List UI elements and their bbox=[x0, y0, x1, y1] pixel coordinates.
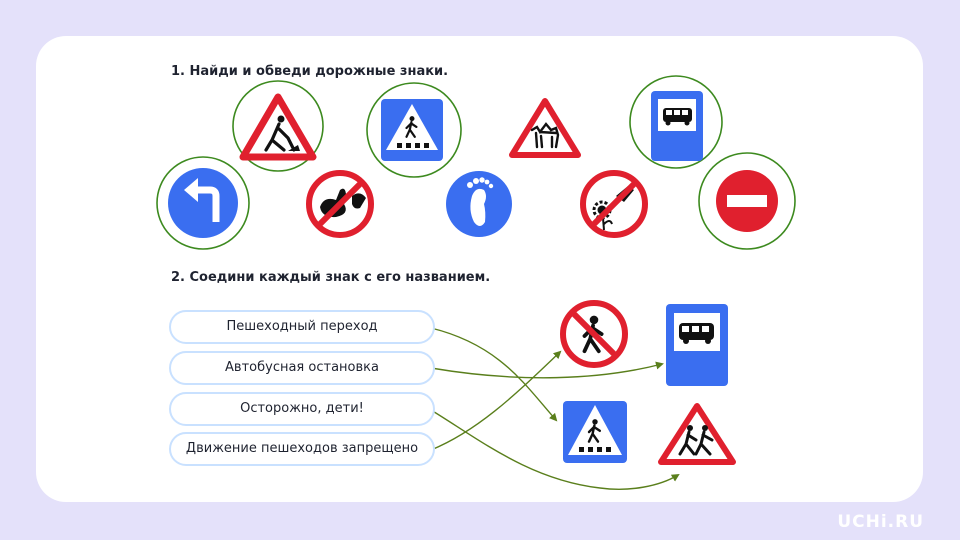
circle-road-works bbox=[232, 80, 324, 172]
no-entry-sign-icon[interactable] bbox=[716, 170, 778, 232]
label-bus-stop[interactable]: Автобусная остановка bbox=[169, 351, 435, 385]
circle-pedestrian-crossing bbox=[366, 82, 462, 178]
footprint-sign-icon[interactable] bbox=[446, 171, 512, 237]
connector-bus-stop bbox=[430, 361, 664, 379]
no-picking-flowers-sign-icon[interactable] bbox=[580, 170, 648, 238]
circle-bus-stop bbox=[629, 75, 723, 169]
label-no-pedestrians[interactable]: Движение пешеходов запрещено bbox=[169, 432, 435, 466]
pedestrian-crossing-sign-icon[interactable] bbox=[381, 99, 443, 161]
label-pedestrian-crossing[interactable]: Пешеходный переход bbox=[169, 310, 435, 344]
road-works-sign-icon[interactable] bbox=[239, 93, 317, 161]
children-crossing-sign-icon[interactable] bbox=[658, 403, 736, 465]
connector-children bbox=[430, 409, 680, 490]
label-children[interactable]: Осторожно, дети! bbox=[169, 392, 435, 426]
bus-stop-sign-2-icon[interactable] bbox=[666, 304, 728, 386]
task-1-title: 1. Найди и обведи дорожные знаки. bbox=[171, 64, 449, 79]
no-pedestrians-sign-icon[interactable] bbox=[560, 300, 628, 368]
circle-no-entry bbox=[698, 152, 796, 250]
no-feeding-birds-sign-icon[interactable] bbox=[306, 170, 374, 238]
task-2-title: 2. Соедини каждый знак с его названием. bbox=[171, 270, 491, 285]
pedestrian-crossing-sign-2-icon[interactable] bbox=[563, 401, 627, 463]
turn-left-sign-icon[interactable] bbox=[168, 168, 238, 238]
bus-stop-sign-icon[interactable] bbox=[651, 91, 703, 161]
connector-lines bbox=[430, 327, 680, 490]
task-1-circles bbox=[156, 75, 796, 250]
connector-pedestrian-crossing bbox=[430, 327, 558, 422]
uchi-logo: UCHi.RU bbox=[837, 512, 924, 532]
connector-no-pedestrians bbox=[430, 350, 562, 451]
circle-turn-left bbox=[156, 156, 250, 250]
camels-warning-sign-icon[interactable] bbox=[509, 98, 581, 158]
